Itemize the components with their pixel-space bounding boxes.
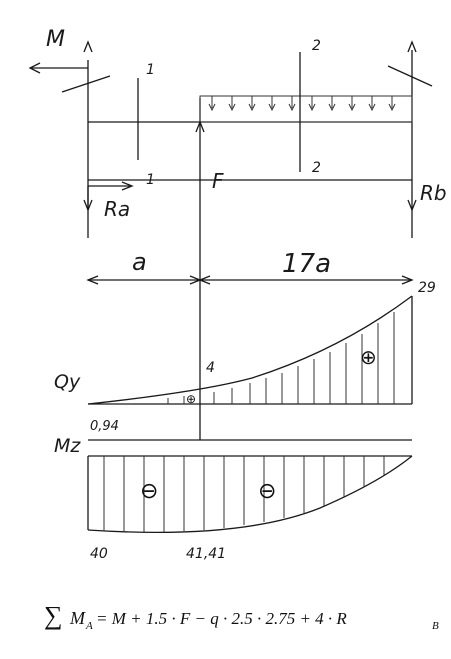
moment-value-mid: 41,41 <box>186 546 226 562</box>
shear-diagram <box>87 295 413 405</box>
equation-lhs: M <box>69 608 86 628</box>
distributed-load <box>199 95 413 123</box>
reaction-ra-label: Ra <box>104 197 130 221</box>
shear-sign-left: ⊕ <box>186 392 196 406</box>
span-right-label: 17a <box>282 249 331 279</box>
section-1-top-label: 1 <box>146 62 155 78</box>
moment-equation: ∑ M A = M + 1.5 · F − q · 2.5 · 2.75 + 4… <box>44 601 439 632</box>
moment-m-symbol <box>28 40 111 93</box>
dimension-line <box>86 275 414 285</box>
section-2-top-label: 2 <box>312 38 321 54</box>
equation-lhs-subscript: A <box>85 620 93 632</box>
distributed-load-arrows <box>208 96 396 112</box>
beam-scheme: F M Ra Rb 1 1 <box>28 27 447 440</box>
shear-value-right: 29 <box>418 280 436 296</box>
moment-axis-label: Mz <box>54 435 81 457</box>
shear-hatching <box>167 312 395 404</box>
reaction-rb-label: Rb <box>420 181 447 205</box>
shear-axis-label: Qy <box>54 371 81 393</box>
moment-m-label: M <box>46 27 65 52</box>
right-end-mark <box>387 40 433 87</box>
reaction-ra-arrow <box>83 181 134 212</box>
moment-value-left: 40 <box>90 546 108 562</box>
moment-sign-2: ⊖ <box>258 478 276 503</box>
moment-curve <box>87 455 413 534</box>
distributed-load-box <box>199 95 413 123</box>
moment-sign-1: ⊖ <box>140 478 158 503</box>
section-1-bottom-label: 1 <box>146 172 155 188</box>
span-left-label: a <box>132 248 147 276</box>
force-f-label: F <box>212 169 224 193</box>
equation-sum-sign: ∑ <box>44 601 63 630</box>
equation-rhs-subscript: B <box>432 620 439 632</box>
moment-diagram <box>87 439 413 534</box>
force-f-arrow <box>195 120 205 133</box>
shear-sign-right: ⊕ <box>360 347 377 369</box>
reaction-rb-arrow <box>407 199 417 212</box>
equation-rhs: = M + 1.5 · F − q · 2.5 · 2.75 + 4 · R <box>96 609 347 628</box>
shear-value-mid: 4 <box>206 360 215 376</box>
shear-value-left: 0,94 <box>90 419 119 434</box>
moment-hatching <box>103 456 385 532</box>
section-2-bottom-label: 2 <box>312 160 321 176</box>
shear-curve <box>87 295 413 405</box>
